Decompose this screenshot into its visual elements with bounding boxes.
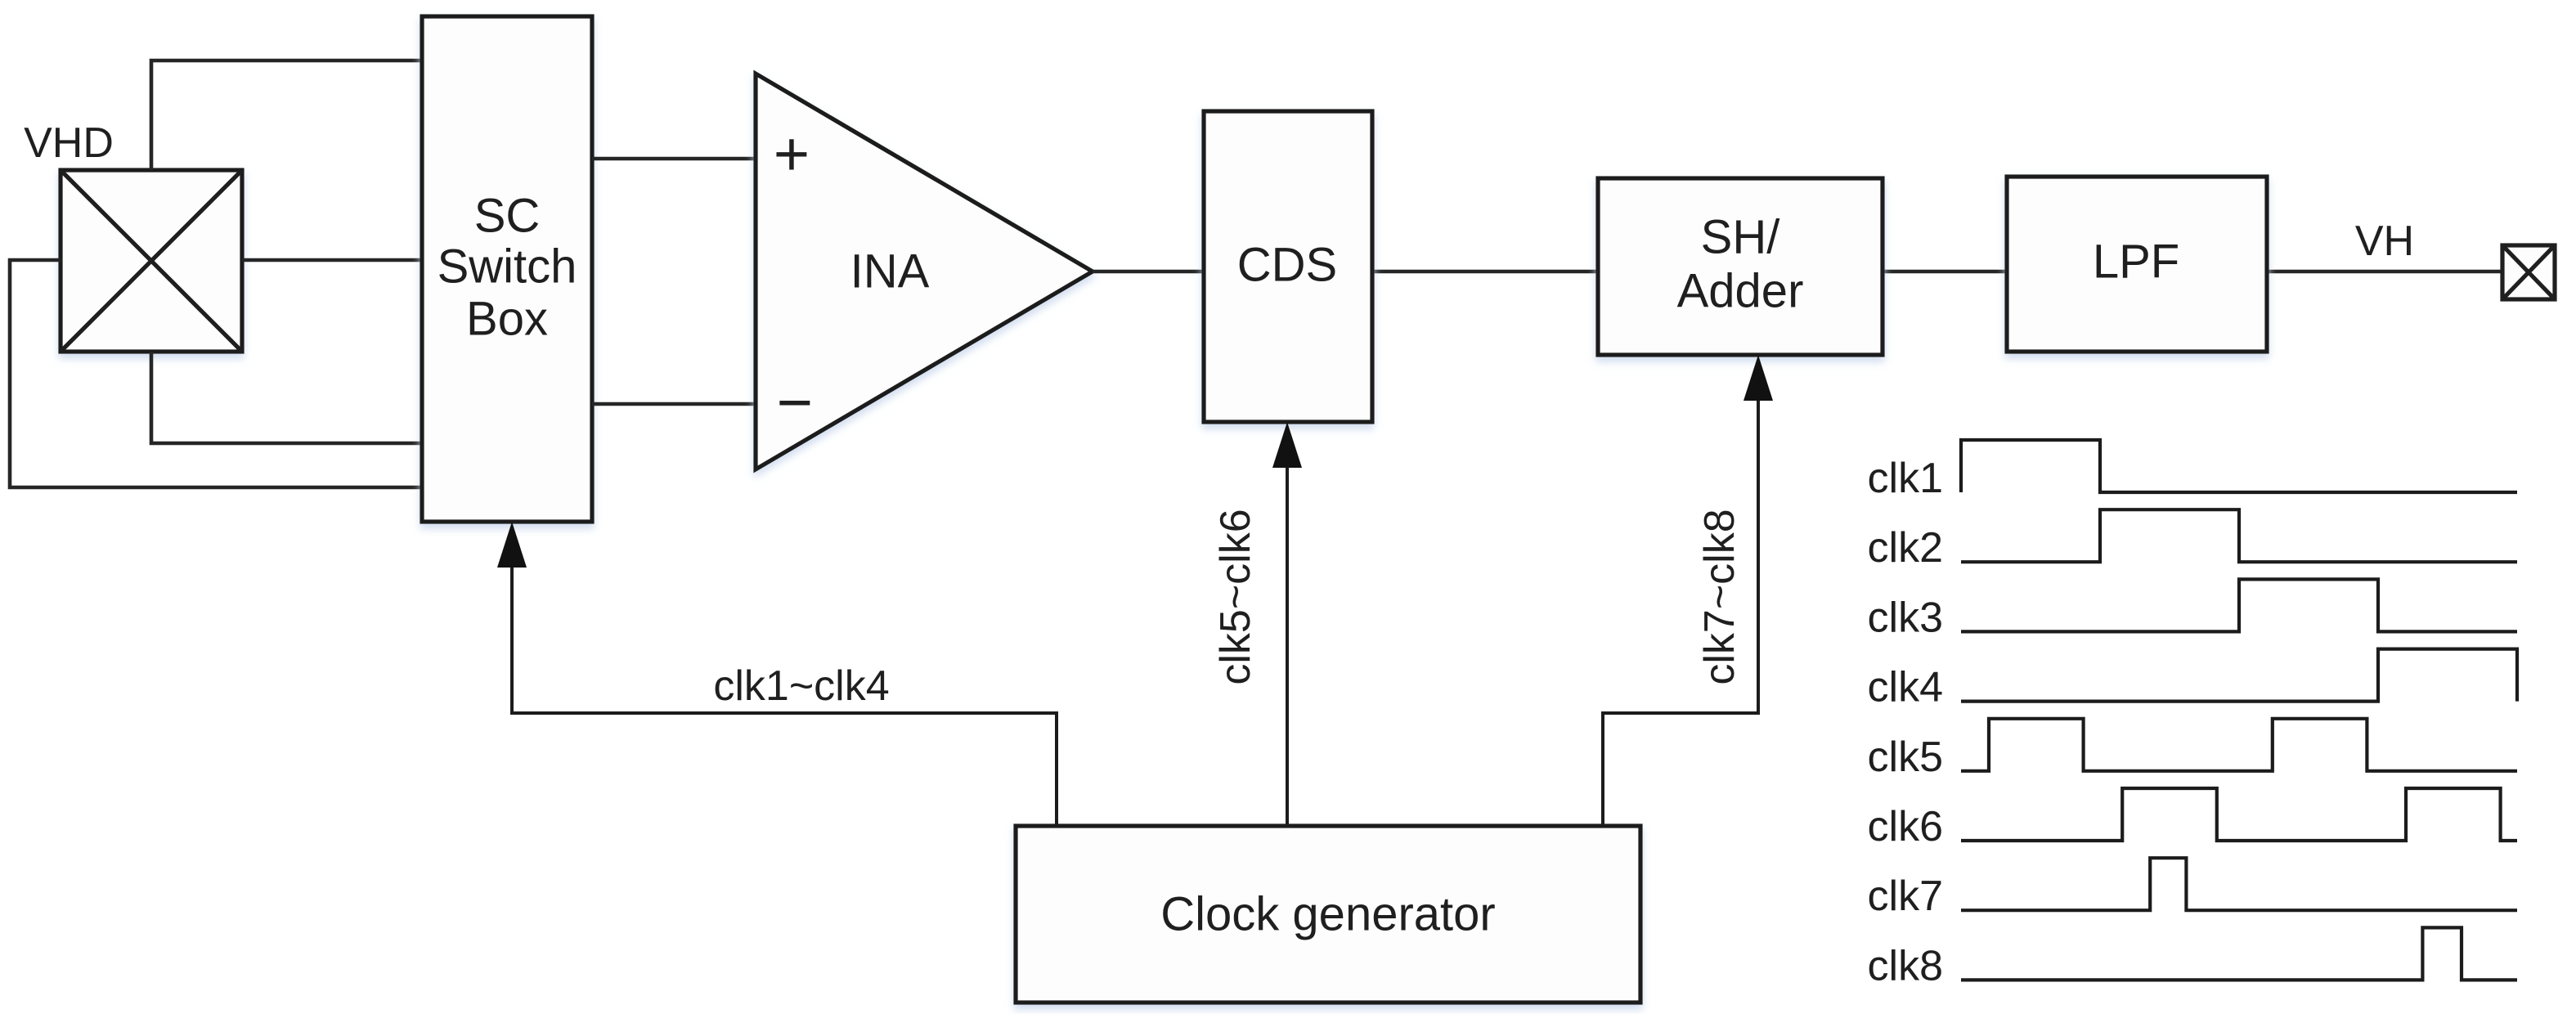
vh-label: VH <box>2355 218 2414 265</box>
clk7-8-arrowhead <box>1744 355 1773 401</box>
ina-plus-sign: + <box>774 119 810 189</box>
cds-box <box>1201 109 1375 424</box>
clock-generator-box <box>1013 823 1643 1005</box>
clk1-4-bus-label: clk1~clk4 <box>713 662 889 710</box>
waveform-label-clk5: clk5 <box>1868 734 1943 781</box>
clk1-4-bus-wire <box>510 559 1058 826</box>
vhd-sensor-symbol <box>58 168 245 354</box>
vh-output-pad-symbol <box>2500 243 2557 302</box>
lpf-box <box>2004 174 2269 354</box>
waveform-clk8 <box>1961 926 2517 982</box>
sc-switch-label-line3: Box <box>466 292 548 345</box>
clk7-8-bus-label: clk7~clk8 <box>1696 509 1744 684</box>
waveform-clk5 <box>1961 716 2517 773</box>
waveform-label-clk2: clk2 <box>1868 524 1943 572</box>
clk5-6-bus-label: clk5~clk6 <box>1212 509 1259 684</box>
waveform-clk6 <box>1961 786 2517 843</box>
sh-adder-label-line1: SH/ <box>1701 210 1781 263</box>
clk5-6-arrowhead <box>1272 422 1302 468</box>
sensor-wire-bottom <box>149 352 422 446</box>
sensor-wire-return <box>7 258 422 490</box>
ina-label: INA <box>850 245 930 298</box>
ina-minus-sign: − <box>777 368 813 437</box>
clk1-4-arrowhead <box>497 522 527 568</box>
sc-switch-label-line1: SC <box>474 189 541 242</box>
waveform-clk3 <box>1961 577 2517 634</box>
waveform-clk4 <box>1961 647 2520 703</box>
waveform-clk7 <box>1961 856 2517 913</box>
waveform-clk2 <box>1961 508 2517 564</box>
sc-switch-label-line2: Switch <box>438 240 577 293</box>
clock-generator-label: Clock generator <box>1160 887 1495 940</box>
clk7-8-bus-wire <box>1601 393 1760 826</box>
sh-adder-box <box>1595 176 1885 357</box>
waveform-label-clk3: clk3 <box>1868 594 1943 641</box>
cds-label: CDS <box>1237 238 1337 291</box>
lpf-label: LPF <box>2093 235 2179 288</box>
waveform-label-clk1: clk1 <box>1868 455 1943 502</box>
waveform-clk1 <box>1959 437 2517 495</box>
vhd-label: VHD <box>24 119 114 167</box>
ina-amplifier-symbol <box>753 70 1097 473</box>
waveform-label-clk8: clk8 <box>1868 942 1943 989</box>
waveform-label-clk6: clk6 <box>1868 803 1943 850</box>
clock-timing-waveforms: clk1 clk2 clk3 clk4 clk5 clk6 clk7 clk8 <box>1868 437 2520 989</box>
waveform-label-clk7: clk7 <box>1868 873 1943 920</box>
sc-switch-box <box>420 14 595 524</box>
waveform-label-clk4: clk4 <box>1868 664 1943 711</box>
sensor-wire-top <box>149 58 422 170</box>
sh-adder-label-line2: Adder <box>1677 264 1804 317</box>
